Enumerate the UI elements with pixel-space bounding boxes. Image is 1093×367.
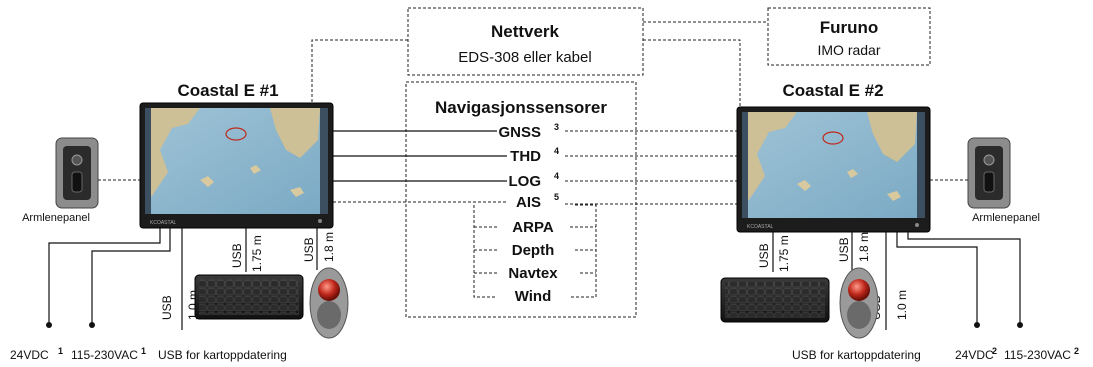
display-1-own-ship [225,127,247,141]
display-1: Coastal E #1 KCOASTAL [139,81,334,229]
usb-update-left-type: USB [160,295,174,320]
network-lines [311,21,768,107]
sensor-thd-note: 4 [554,146,559,156]
network-box: Nettverk EDS-308 eller kabel [407,7,644,76]
furuno-box: Furuno IMO radar [767,7,931,66]
power-ac-right-label: 115-230VAC [1004,348,1071,362]
power-ac-left-note: 1 [141,346,146,356]
sensor-arpa-label: ARPA [512,219,554,236]
furuno-title: Furuno [820,18,879,37]
usb-keyboard-left-type: USB [230,243,244,268]
sensor-log-note: 4 [554,171,559,181]
armrest-panel-right: Armlenepanel [967,137,1040,224]
trackball-right-ball-icon[interactable] [848,279,870,301]
armrest-left-label: Armlenepanel [22,212,90,224]
power-ac-left-label: 115-230VAC [71,348,138,362]
armrest-right-knob-icon[interactable] [983,154,995,166]
bottom-labels-right: USB for kartoppdatering 24VDC 2 115-230V… [792,346,1079,362]
power-dc-right-connector [974,322,980,328]
power-dc-left-note: 1 [58,346,63,356]
display-2-sidebar [917,112,925,218]
usb-update-left-label: USB for kartoppdatering [158,348,287,362]
armrest-right-joystick-icon[interactable] [983,171,995,193]
display-2-toolbar [742,112,748,218]
display-1-land [145,108,200,200]
display-1-toolbar [145,108,151,214]
usb-keyboard-left-length: 1.75 m [250,235,264,272]
display-1-brand: KCOASTAL [150,220,177,226]
power-ac-left-connector [89,322,95,328]
display-2-islands [797,169,901,201]
display-1-islands [200,165,304,197]
display-2-power-button[interactable] [915,223,919,227]
usb-update-right-length: 1.0 m [895,290,909,320]
display-1-land-right [270,108,320,158]
power-dc-left-connector [46,322,52,328]
trackball-right[interactable] [839,267,879,339]
display-2: Coastal E #2 KCOASTAL [736,81,931,233]
power-dc-right-note: 2 [992,346,997,356]
cables-right: USB 1.75 m USB 1.8 m USB 1.0 m [757,232,1023,330]
usb-keyboard-right-length: 1.75 m [777,235,791,272]
display-2-land [742,112,797,204]
usb-trackball-right-length: 1.8 m [857,232,871,262]
sensor-log-label: LOG [509,173,542,190]
sensor-ais-label: AIS [516,194,541,211]
sensor-wind-label: Wind [515,288,552,305]
usb-update-right-label: USB for kartoppdatering [792,348,921,362]
trackball-left-ball-icon[interactable] [318,279,340,301]
bottom-labels-left: 24VDC 1 115-230VAC 1 USB for kartoppdate… [10,346,287,362]
power-dc-left-label: 24VDC [10,348,49,362]
armrest-right-label: Armlenepanel [972,212,1040,224]
sensor-navtex-label: Navtex [508,265,558,282]
power-ac-right-connector [1017,322,1023,328]
sensor-depth-label: Depth [512,242,555,259]
trackball-left[interactable] [309,267,349,339]
display-2-brand: KCOASTAL [747,224,774,230]
display-1-power-button[interactable] [318,219,322,223]
display-1-title: Coastal E #1 [177,81,278,100]
sensor-title: Navigasjonssensorer [435,98,607,117]
sensor-thd-label: THD [510,148,541,165]
power-ac-right-note: 2 [1074,346,1079,356]
furuno-subtitle: IMO radar [817,42,880,58]
power-dc-right-label: 24VDC [955,348,994,362]
sensor-gnss-label: GNSS [498,124,541,141]
sensor-lines [333,130,737,298]
display-2-title: Coastal E #2 [782,81,883,100]
armrest-panel-left: Armlenepanel [22,137,99,224]
sensor-box: Navigasjonssensorer GNSS 3 THD 4 LOG 4 A… [405,81,637,318]
usb-trackball-right-type: USB [837,237,851,262]
sensor-ais-note: 5 [554,192,559,202]
usb-trackball-left-type: USB [302,237,316,262]
armrest-left-joystick-icon[interactable] [71,171,83,193]
network-title: Nettverk [491,22,560,41]
usb-keyboard-right-type: USB [757,243,771,268]
display-1-sidebar [320,108,328,214]
sensor-gnss-note: 3 [554,122,559,132]
display-2-land-right [867,112,917,162]
keyboard-left[interactable] [194,274,304,320]
armrest-left-knob-icon[interactable] [71,154,83,166]
display-2-own-ship [822,131,844,145]
network-subtitle: EDS-308 eller kabel [458,49,591,66]
keyboard-right[interactable] [720,277,830,323]
usb-trackball-left-length: 1.8 m [322,232,336,262]
